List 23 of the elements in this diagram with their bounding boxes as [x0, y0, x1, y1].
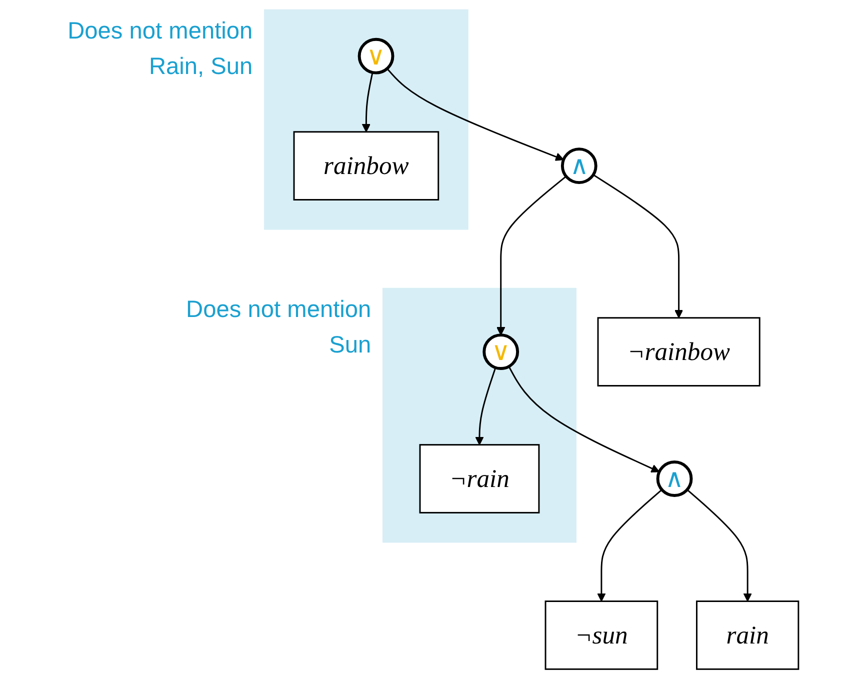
node-label: Rain, Sun — [148, 53, 253, 80]
cluster — [264, 9, 468, 230]
node-circle: ∧ — [656, 460, 693, 497]
node-circle: ∧ — [560, 148, 598, 184]
node-circle: ∨ — [482, 334, 520, 370]
arrow — [508, 366, 660, 472]
node-box: ¬rainbow — [597, 317, 760, 386]
arrow — [362, 72, 374, 132]
arrow — [686, 489, 752, 602]
node-box: ¬sun — [544, 600, 658, 670]
node-label: Sun — [329, 332, 372, 358]
arrow — [475, 367, 496, 446]
node-box: rainbow — [293, 131, 440, 200]
node-box: ¬rain — [419, 444, 540, 514]
cluster — [382, 288, 576, 543]
node-label: Does not mention — [186, 296, 372, 323]
node-label: Does not mention — [68, 18, 253, 44]
node-box: rain — [696, 600, 800, 670]
arrow — [496, 176, 567, 336]
arrow — [597, 489, 662, 602]
arrow — [386, 68, 564, 161]
arrow — [592, 174, 684, 318]
node-circle: ∨ — [358, 38, 394, 74]
